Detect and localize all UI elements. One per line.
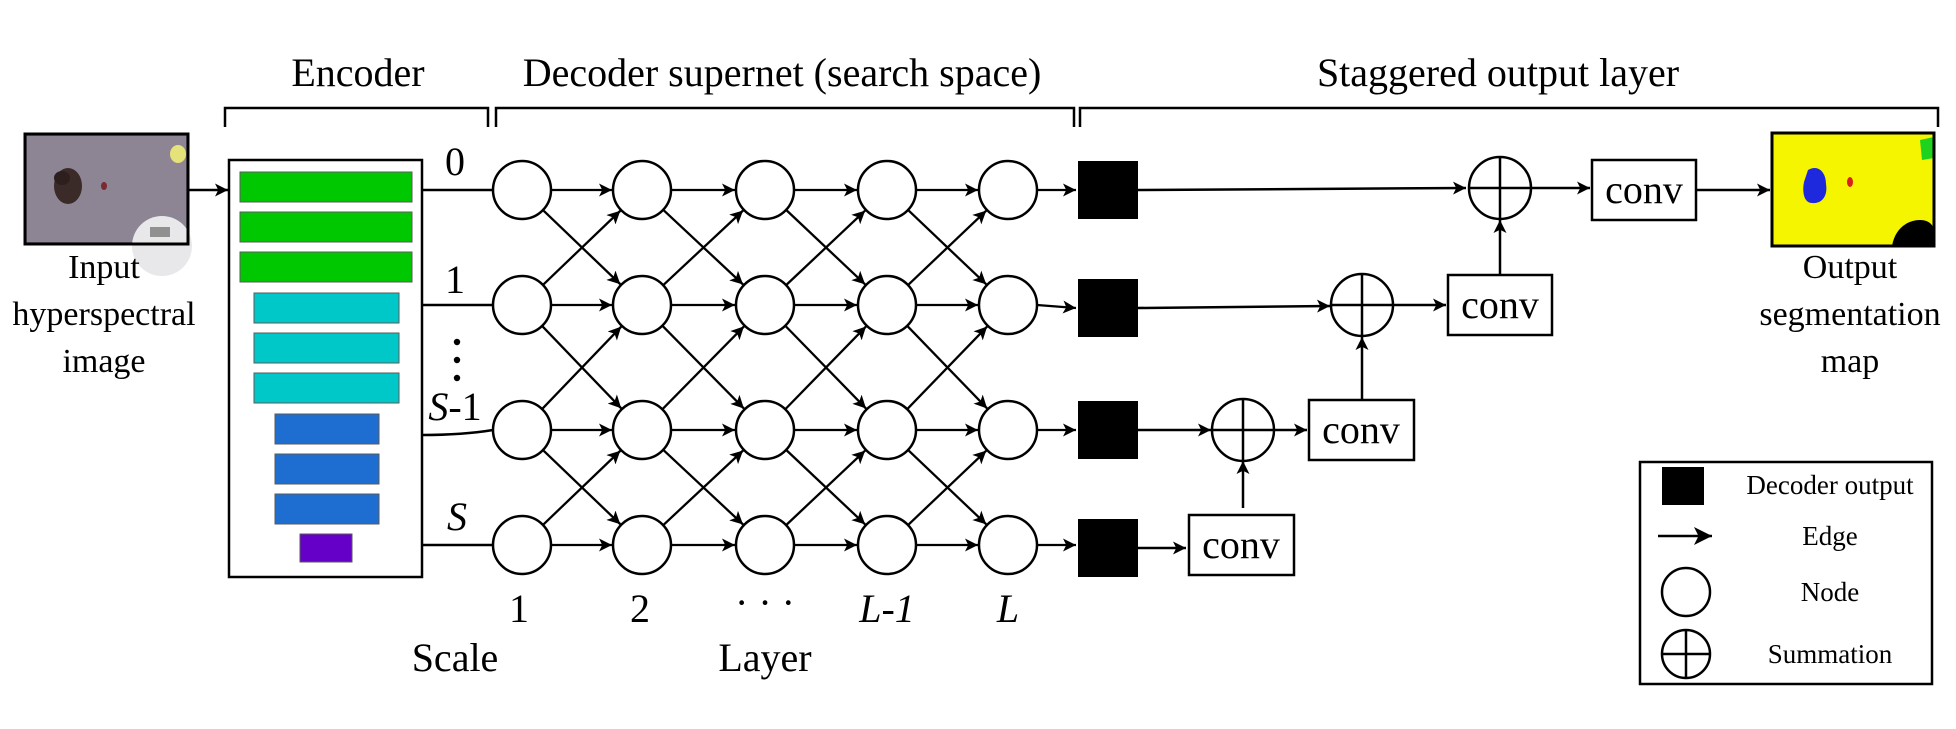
svg-text:conv: conv [1202, 522, 1280, 567]
node-l3-s1 [734, 159, 796, 221]
input-label-line1: Input [68, 249, 140, 286]
edge-c2-r4-to-r3 [662, 449, 744, 527]
conv-box-bottom: conv [1187, 513, 1296, 577]
encoder-layer-10 [299, 533, 353, 563]
decoder-header: Decoder supernet (search space) [523, 50, 1042, 95]
node-l3-s4 [734, 514, 796, 576]
svg-text:conv: conv [1605, 167, 1683, 212]
decoder-outputs [1078, 161, 1138, 577]
node-l5-s2 [977, 274, 1039, 336]
staggered-header: Staggered output layer [1317, 50, 1679, 95]
output-label-line3: map [1821, 343, 1880, 380]
staggered-bracket [1078, 106, 1940, 127]
decoder-nodes [491, 159, 1039, 576]
layer-label-dots: · · · [735, 580, 795, 625]
edge-c3-r3-to-r2 [784, 325, 867, 411]
node-l2-s1 [611, 159, 673, 221]
svg-text:conv: conv [1461, 282, 1539, 327]
legend-edge-label: Edge [1802, 521, 1857, 551]
legend-node-swatch [1660, 566, 1712, 618]
encoder-layer-1 [239, 171, 413, 203]
edge-c4-r3-to-r2 [906, 325, 988, 410]
encoder-layers [239, 171, 413, 563]
decoder-output-2 [1078, 279, 1138, 337]
legend-node-label: Node [1801, 577, 1859, 607]
node-l2-s2 [611, 274, 673, 336]
encoder-bracket [223, 106, 490, 127]
summation-node-upper [1329, 272, 1395, 338]
input-label-line2: hyperspectral [12, 296, 195, 333]
scale-vertical-dots [453, 338, 461, 382]
output-label-line2: segmentation [1759, 296, 1940, 333]
input-image [23, 132, 192, 276]
encoder-layer-5 [253, 332, 400, 364]
node-l5-s1 [977, 159, 1039, 221]
node-l1-s2 [491, 274, 553, 336]
node-l4-s3 [856, 399, 918, 461]
conv-box-top: conv [1590, 158, 1698, 222]
layer-axis-label: Layer [718, 635, 811, 680]
decoder-bracket [494, 106, 1076, 127]
edge-c1-r3-to-r2 [541, 325, 623, 410]
node-l1-s3 [491, 399, 553, 461]
node-l2-s3 [611, 399, 673, 461]
scale-connections [421, 188, 494, 547]
node-l3-s3 [734, 399, 796, 461]
edge-to-output-r2 [1036, 300, 1077, 314]
output-label-line1: Output [1803, 249, 1898, 286]
conv-box-upper: conv [1446, 273, 1554, 337]
scale-label-s: S [447, 494, 467, 539]
layer-label-2: 2 [630, 586, 650, 631]
scale-label-0: 0 [445, 139, 465, 184]
edge-c2-r2-to-r1 [662, 209, 744, 287]
encoder-layer-2 [239, 211, 413, 243]
scale-axis-label: Scale [412, 635, 499, 680]
edge-c1-r4-to-r3 [542, 449, 622, 526]
node-l5-s3 [977, 399, 1039, 461]
node-l1-s4 [491, 514, 553, 576]
summation-node-lower [1210, 397, 1276, 463]
edge-c2-r3-to-r2 [661, 325, 745, 411]
encoder-header: Encoder [291, 50, 424, 95]
layer-label-l: L [996, 586, 1019, 631]
conv-box-middle: conv [1307, 398, 1416, 462]
node-l3-s2 [734, 274, 796, 336]
scale-label-s-minus-1: S-1 [428, 384, 481, 429]
layer-label-1: 1 [509, 586, 529, 631]
legend: Decoder output Edge Node Summation [1638, 460, 1934, 686]
legend-decoder-output-label: Decoder output [1746, 470, 1914, 500]
edge-c4-r4-to-r3 [907, 449, 988, 526]
encoder-layer-8 [274, 453, 380, 485]
summation-node-top [1467, 155, 1533, 221]
scale-label-1: 1 [445, 257, 465, 302]
input-label-line3: image [62, 343, 145, 380]
legend-decoder-output-swatch [1662, 467, 1704, 505]
decoder-edges [541, 183, 1077, 552]
svg-text:conv: conv [1322, 407, 1400, 452]
edge-c3-r4-to-r3 [785, 449, 866, 526]
node-l4-s2 [856, 274, 918, 336]
encoder-layer-9 [274, 493, 380, 525]
decoder-output-3 [1078, 401, 1138, 459]
edge-c3-r2-to-r1 [785, 209, 866, 286]
legend-summation-label: Summation [1768, 639, 1893, 669]
encoder-layer-7 [274, 413, 380, 445]
legend-summation-swatch [1660, 628, 1712, 680]
decoder-output-4 [1078, 519, 1138, 577]
encoder-layer-4 [253, 292, 400, 324]
encoder-layer-6 [253, 372, 400, 404]
node-l2-s4 [611, 514, 673, 576]
node-l4-s1 [856, 159, 918, 221]
node-l5-s4 [977, 514, 1039, 576]
encoder-layer-3 [239, 251, 413, 283]
output-segmentation-image [1770, 131, 1936, 248]
layer-label-l-minus-1: L-1 [858, 586, 915, 631]
edge-c4-r2-to-r1 [907, 209, 988, 286]
decoder-output-1 [1078, 161, 1138, 219]
node-l4-s4 [856, 514, 918, 576]
edge-c1-r2-to-r1 [542, 209, 622, 286]
node-l1-s1 [491, 159, 553, 221]
staggered-edges [1137, 181, 1770, 555]
